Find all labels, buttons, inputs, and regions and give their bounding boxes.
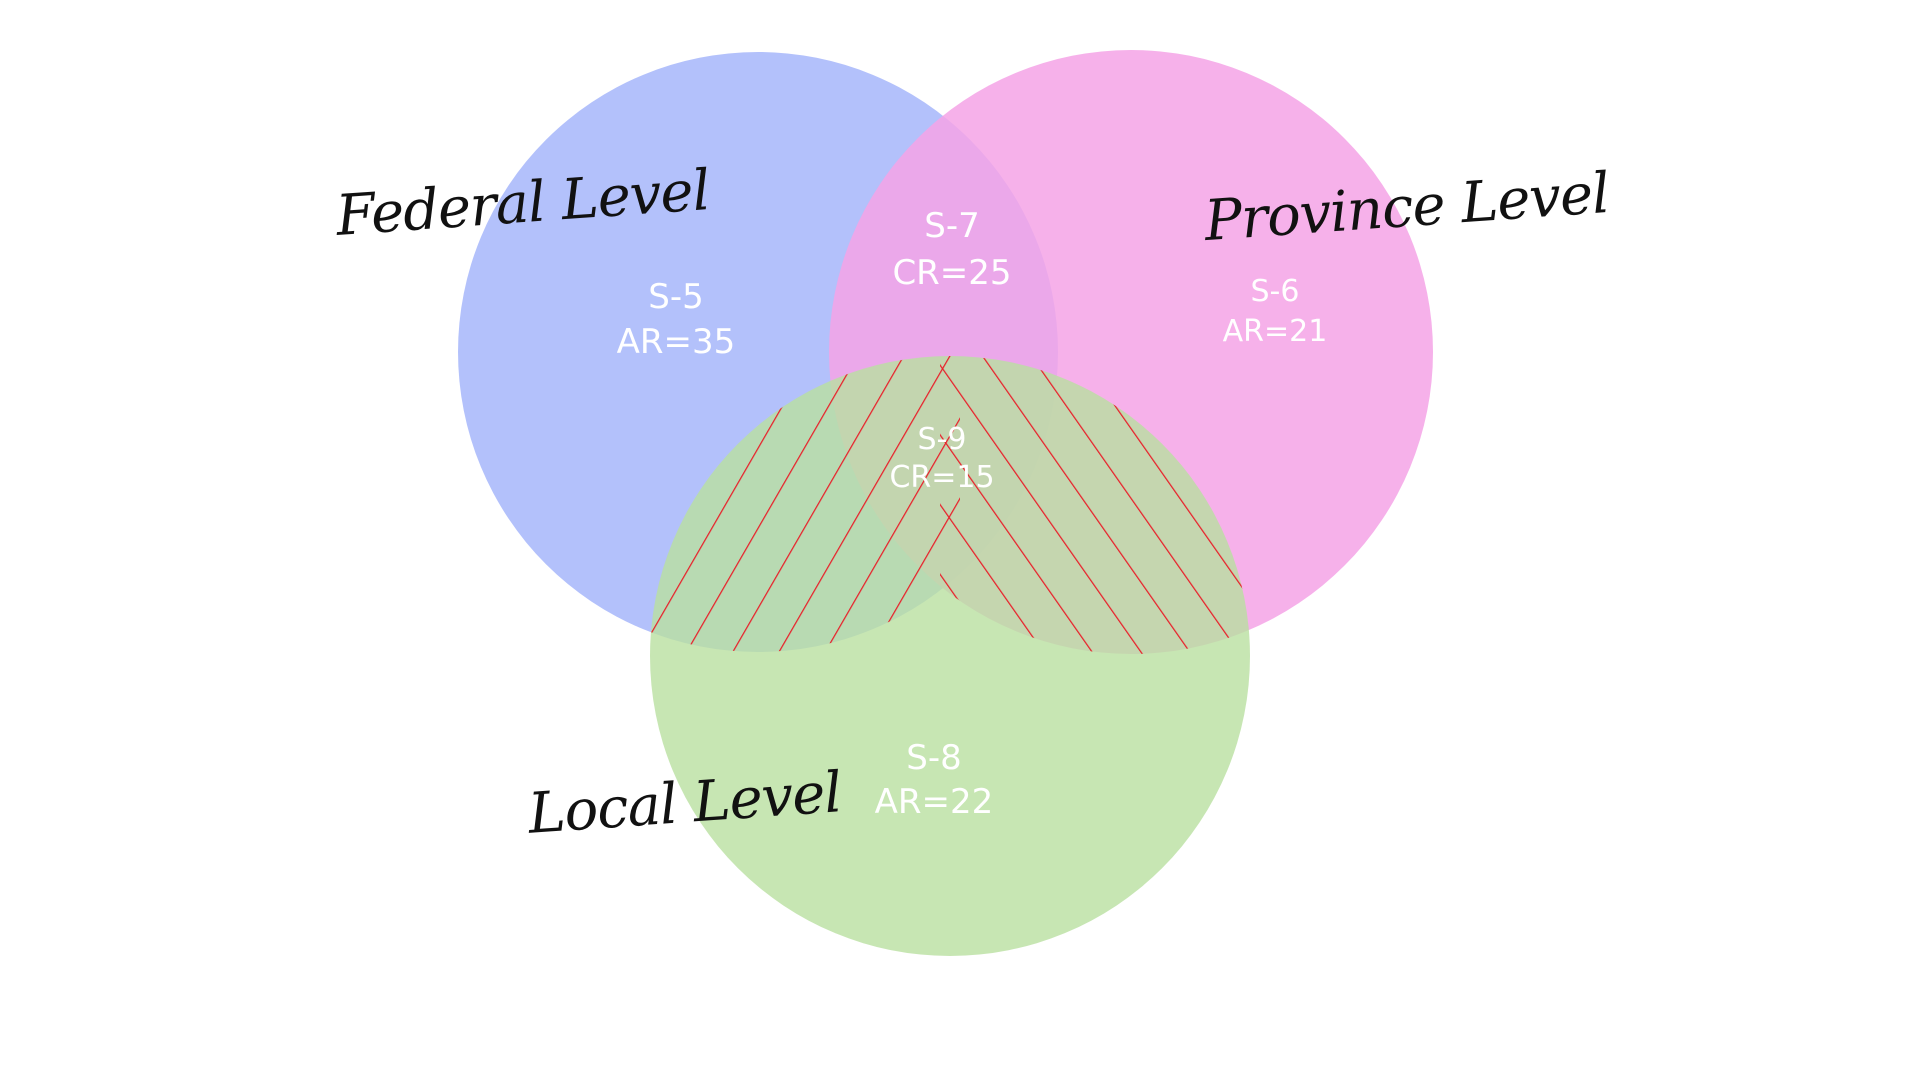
federal-only-id: S-5: [648, 277, 703, 317]
federal-province-value: CR=25: [892, 253, 1011, 293]
province-only-value: AR=21: [1223, 314, 1328, 349]
all-three-id: S-9: [918, 422, 967, 457]
federal-only-value: AR=35: [617, 322, 736, 362]
local-only-value: AR=22: [875, 782, 994, 822]
all-three-value: CR=15: [889, 460, 994, 495]
province-only-id: S-6: [1251, 274, 1300, 309]
local-only-id: S-8: [906, 738, 961, 778]
federal-province-id: S-7: [924, 206, 979, 246]
